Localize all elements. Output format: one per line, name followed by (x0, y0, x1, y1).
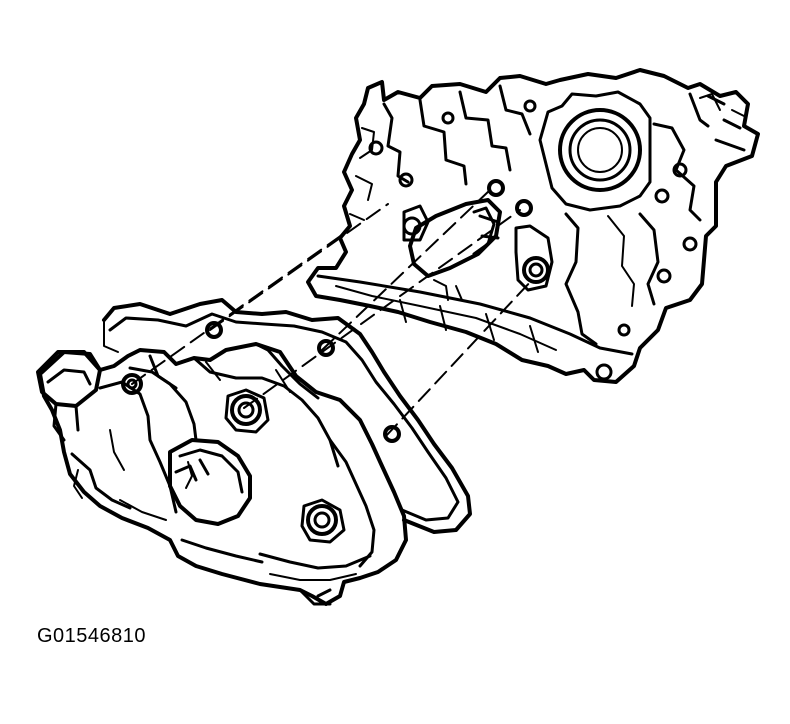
gasket (102, 298, 472, 534)
figure-id-label: G01546810 (37, 625, 147, 647)
engine-block (306, 68, 760, 384)
oil-pump-housing (36, 321, 408, 606)
